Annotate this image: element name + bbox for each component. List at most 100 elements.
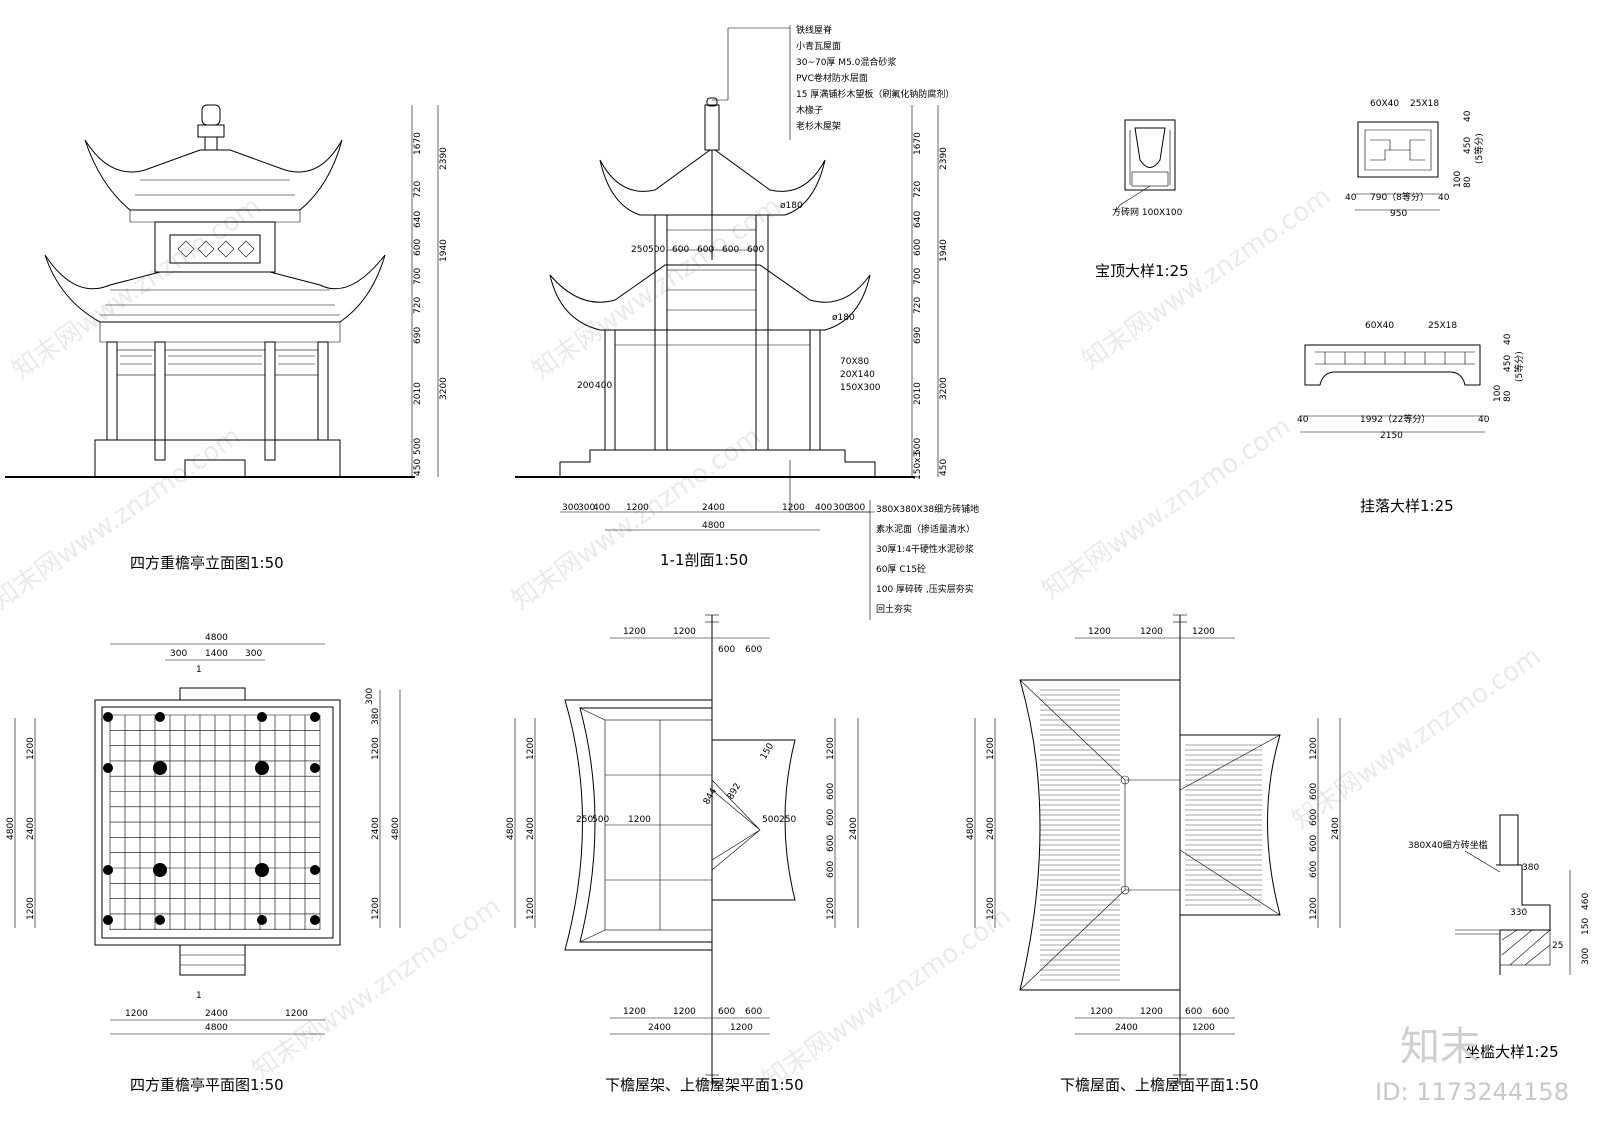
- roofplan-right-2: 600: [1309, 783, 1319, 800]
- section-labels: ø180 ø180 70X80 20X140 150X300 200 400 2…: [577, 201, 881, 393]
- bench-dim-d: 460: [1581, 893, 1591, 910]
- section-top-3: 600: [672, 245, 689, 255]
- plan-column: [310, 712, 320, 722]
- frame-right-total: 2400: [849, 817, 859, 840]
- section-total: 4800: [702, 521, 725, 531]
- floor-note-4: 60厚 C15砼: [876, 563, 926, 575]
- frame-bottom-2: 1200: [673, 1007, 696, 1017]
- section-vt-3: 3200: [939, 377, 949, 400]
- frame-right-5: 600: [826, 861, 836, 878]
- elev-total-2: 1940: [439, 239, 449, 262]
- watermark-5: 知末网www.znzmo.com: [507, 421, 767, 615]
- roof-note-3: 30~70厚 M5.0混合砂浆: [796, 56, 896, 68]
- bench-dim-c: 330: [1510, 908, 1527, 918]
- watermark-8: 知末网www.znzmo.com: [757, 901, 1017, 1095]
- plan-column: [257, 712, 267, 722]
- frame-right-2: 600: [826, 783, 836, 800]
- plan-column: [310, 763, 320, 773]
- finial-detail: 方砖网 100X100: [1112, 119, 1183, 218]
- frame-diag-1: 844: [702, 786, 719, 806]
- elev-total-1: 2390: [439, 147, 449, 170]
- finial-label: 方砖网 100X100: [1112, 206, 1183, 218]
- win-w1: 40: [1345, 193, 1357, 203]
- plan-top-total: 4800: [205, 633, 228, 643]
- section-v-9: 500: [913, 438, 923, 455]
- window-detail: 60X40 25X18 40 790（8等分） 40 950 40 450 (5…: [1345, 99, 1485, 219]
- section-vt-4: 450: [939, 459, 949, 476]
- win-h5: 80: [1463, 176, 1473, 188]
- win-a: 60X40: [1370, 99, 1399, 109]
- frame-left-3: 1200: [526, 897, 536, 920]
- section-dim-6: 1200: [782, 503, 805, 513]
- caption-roof-frame: 下檐屋架、上檐屋架平面1:50: [605, 1076, 804, 1094]
- plan-column: [103, 712, 113, 722]
- win-h1: 40: [1463, 110, 1473, 122]
- hang-total: 2150: [1380, 431, 1403, 441]
- section-top-4: 600: [697, 245, 714, 255]
- roofplan-right-5: 600: [1309, 861, 1319, 878]
- plan-top-b: 1400: [205, 649, 228, 659]
- floor-note-6: 回土夯实: [876, 603, 912, 615]
- bench-dim-b: 380: [1522, 863, 1539, 873]
- plan-top-a: 300: [170, 649, 187, 659]
- frame-bottom2-1: 2400: [648, 1023, 671, 1033]
- plan-bottom-2: 2400: [205, 1009, 228, 1019]
- frame-top-3: 600: [718, 645, 735, 655]
- plan-column: [103, 865, 113, 875]
- frame-diag-3: 892: [726, 782, 743, 802]
- plan-column: [310, 915, 320, 925]
- roofplan-top-1: 1200: [1088, 627, 1111, 637]
- frame-right-6: 1200: [826, 897, 836, 920]
- section-dim-4: 1200: [626, 503, 649, 513]
- plan-right-1: 1200: [371, 737, 381, 760]
- frame-inner-4: 500: [762, 815, 779, 825]
- frame-bottom-1: 1200: [623, 1007, 646, 1017]
- roofplan-bottom2-1: 2400: [1115, 1023, 1138, 1033]
- hang-h3: (5等分): [1513, 351, 1525, 382]
- floor-note-5: 100 厚碎砖 ,压实层夯实: [876, 583, 974, 595]
- section-diam-2: ø180: [832, 313, 855, 323]
- frame-right-4: 600: [826, 835, 836, 852]
- watermark-layer: 知末网www.znzmo.com 知末网www.znzmo.com 知末网www…: [0, 181, 1547, 1095]
- frame-bottom-4: 600: [745, 1007, 762, 1017]
- win-total: 950: [1390, 209, 1407, 219]
- section-top-6: 600: [747, 245, 764, 255]
- floor-note-2: 素水泥面（掺适量清水）: [876, 523, 975, 535]
- caption-hanging: 挂落大样1:25: [1360, 497, 1454, 515]
- roofplan-left-1: 1200: [986, 737, 996, 760]
- section-vt-2: 1940: [939, 239, 949, 262]
- frame-right-3: 600: [826, 809, 836, 826]
- roofplan-bottom-1: 1200: [1090, 1007, 1113, 1017]
- floor-note-1: 380X380X38细方砖铺地: [876, 503, 979, 515]
- section-v-1: 1670: [913, 132, 923, 155]
- roof-note-6: 木椽子: [796, 104, 823, 116]
- section-v-5: 700: [913, 268, 923, 285]
- roofplan-right-4: 600: [1309, 835, 1319, 852]
- elev-total-3: 3200: [439, 377, 449, 400]
- section-v-8: 2010: [913, 382, 923, 405]
- section-member-3: 150X300: [840, 383, 881, 393]
- hang-h4: 100: [1493, 385, 1503, 402]
- section-drawing: [515, 27, 915, 478]
- section-top-2: 500: [648, 245, 665, 255]
- plan-right-2: 2400: [371, 817, 381, 840]
- roof-frame-dimensions: 1200 1200 600 600 4800 1200 2400 1200 12…: [506, 627, 859, 1035]
- elev-dim-10: 450: [413, 459, 423, 476]
- section-v-6: 720: [913, 297, 923, 314]
- brand-logo-text: 知末: [1400, 1024, 1480, 1070]
- section-dim-1: 300: [562, 503, 579, 513]
- image-id: ID: 1173244158: [1375, 1078, 1569, 1106]
- plan-column: [103, 763, 113, 773]
- section-member-2: 20X140: [840, 370, 875, 380]
- roof-note-2: 小青瓦屋面: [796, 40, 841, 52]
- hang-w1: 40: [1297, 415, 1309, 425]
- plan-column: [310, 865, 320, 875]
- frame-top-4: 600: [745, 645, 762, 655]
- section-roof-notes: 铁线屋脊 小青瓦屋面 30~70厚 M5.0混合砂浆 PVC卷材防水层面 15 …: [789, 24, 954, 140]
- elev-dim-7: 690: [413, 327, 423, 344]
- section-floor-notes: 380X380X38细方砖铺地 素水泥面（掺适量清水） 30厚1:4干硬性水泥砂…: [789, 460, 979, 620]
- roof-note-7: 老杉木屋架: [796, 120, 841, 132]
- plan-column: [153, 863, 167, 877]
- section-v-2: 720: [913, 181, 923, 198]
